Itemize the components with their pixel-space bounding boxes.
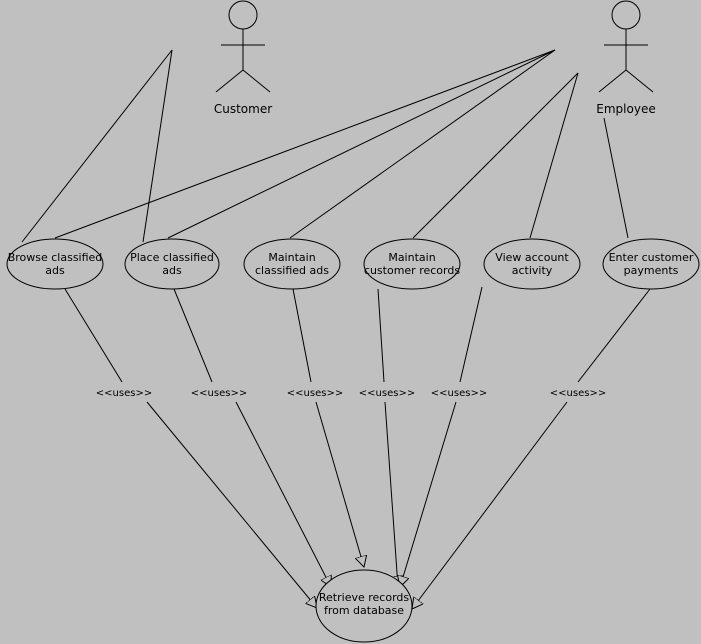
use-case-label-line1: Enter customer xyxy=(609,251,694,264)
use-case-label-line2: from database xyxy=(324,604,404,617)
uses-label-browse: <<uses>> xyxy=(96,388,152,399)
employee-actor-label: Employee xyxy=(596,102,655,116)
customer-actor[interactable] xyxy=(215,0,271,93)
use-case-maintain-classified-ads[interactable]: Maintain classified ads xyxy=(243,238,341,290)
use-case-label-line2: classified ads xyxy=(255,264,329,277)
use-case-browse-classified-ads[interactable]: Browse classified ads xyxy=(6,238,104,290)
use-case-label-line2: ads xyxy=(45,264,65,277)
uses-label-maintain-records: <<uses>> xyxy=(359,388,415,399)
use-case-place-classified-ads[interactable]: Place classified ads xyxy=(124,238,220,290)
employee-head-icon xyxy=(611,0,641,30)
use-case-retrieve-records-from-database[interactable]: Retrieve records from database xyxy=(315,569,413,643)
use-case-label-line1: Retrieve records xyxy=(319,591,409,604)
uses-label-enter-payments: <<uses>> xyxy=(550,388,606,399)
use-case-label-line1: Maintain xyxy=(388,251,435,264)
use-case-label-line2: customer records xyxy=(364,264,460,277)
uses-label-maintain-ads: <<uses>> xyxy=(287,388,343,399)
use-case-label-line2: payments xyxy=(624,264,679,277)
use-case-label-line1: Maintain xyxy=(268,251,315,264)
employee-actor[interactable] xyxy=(598,0,654,93)
use-case-enter-customer-payments[interactable]: Enter customer payments xyxy=(602,238,700,290)
uses-dependencies xyxy=(64,286,651,609)
use-case-label-line1: Place classified xyxy=(130,251,214,264)
uses-label-view-account: <<uses>> xyxy=(431,388,487,399)
customer-head-icon xyxy=(228,0,258,30)
use-case-label-line2: ads xyxy=(162,264,182,277)
use-case-maintain-customer-records[interactable]: Maintain customer records xyxy=(363,238,461,290)
uses-label-place: <<uses>> xyxy=(191,388,247,399)
use-case-label-line1: View account xyxy=(495,251,569,264)
use-case-label-line1: Browse classified xyxy=(8,251,103,264)
use-case-label-line2: activity xyxy=(512,264,553,277)
use-case-view-account-activity[interactable]: View account activity xyxy=(483,238,581,290)
customer-actor-label: Customer xyxy=(214,102,272,116)
associations xyxy=(21,49,629,243)
